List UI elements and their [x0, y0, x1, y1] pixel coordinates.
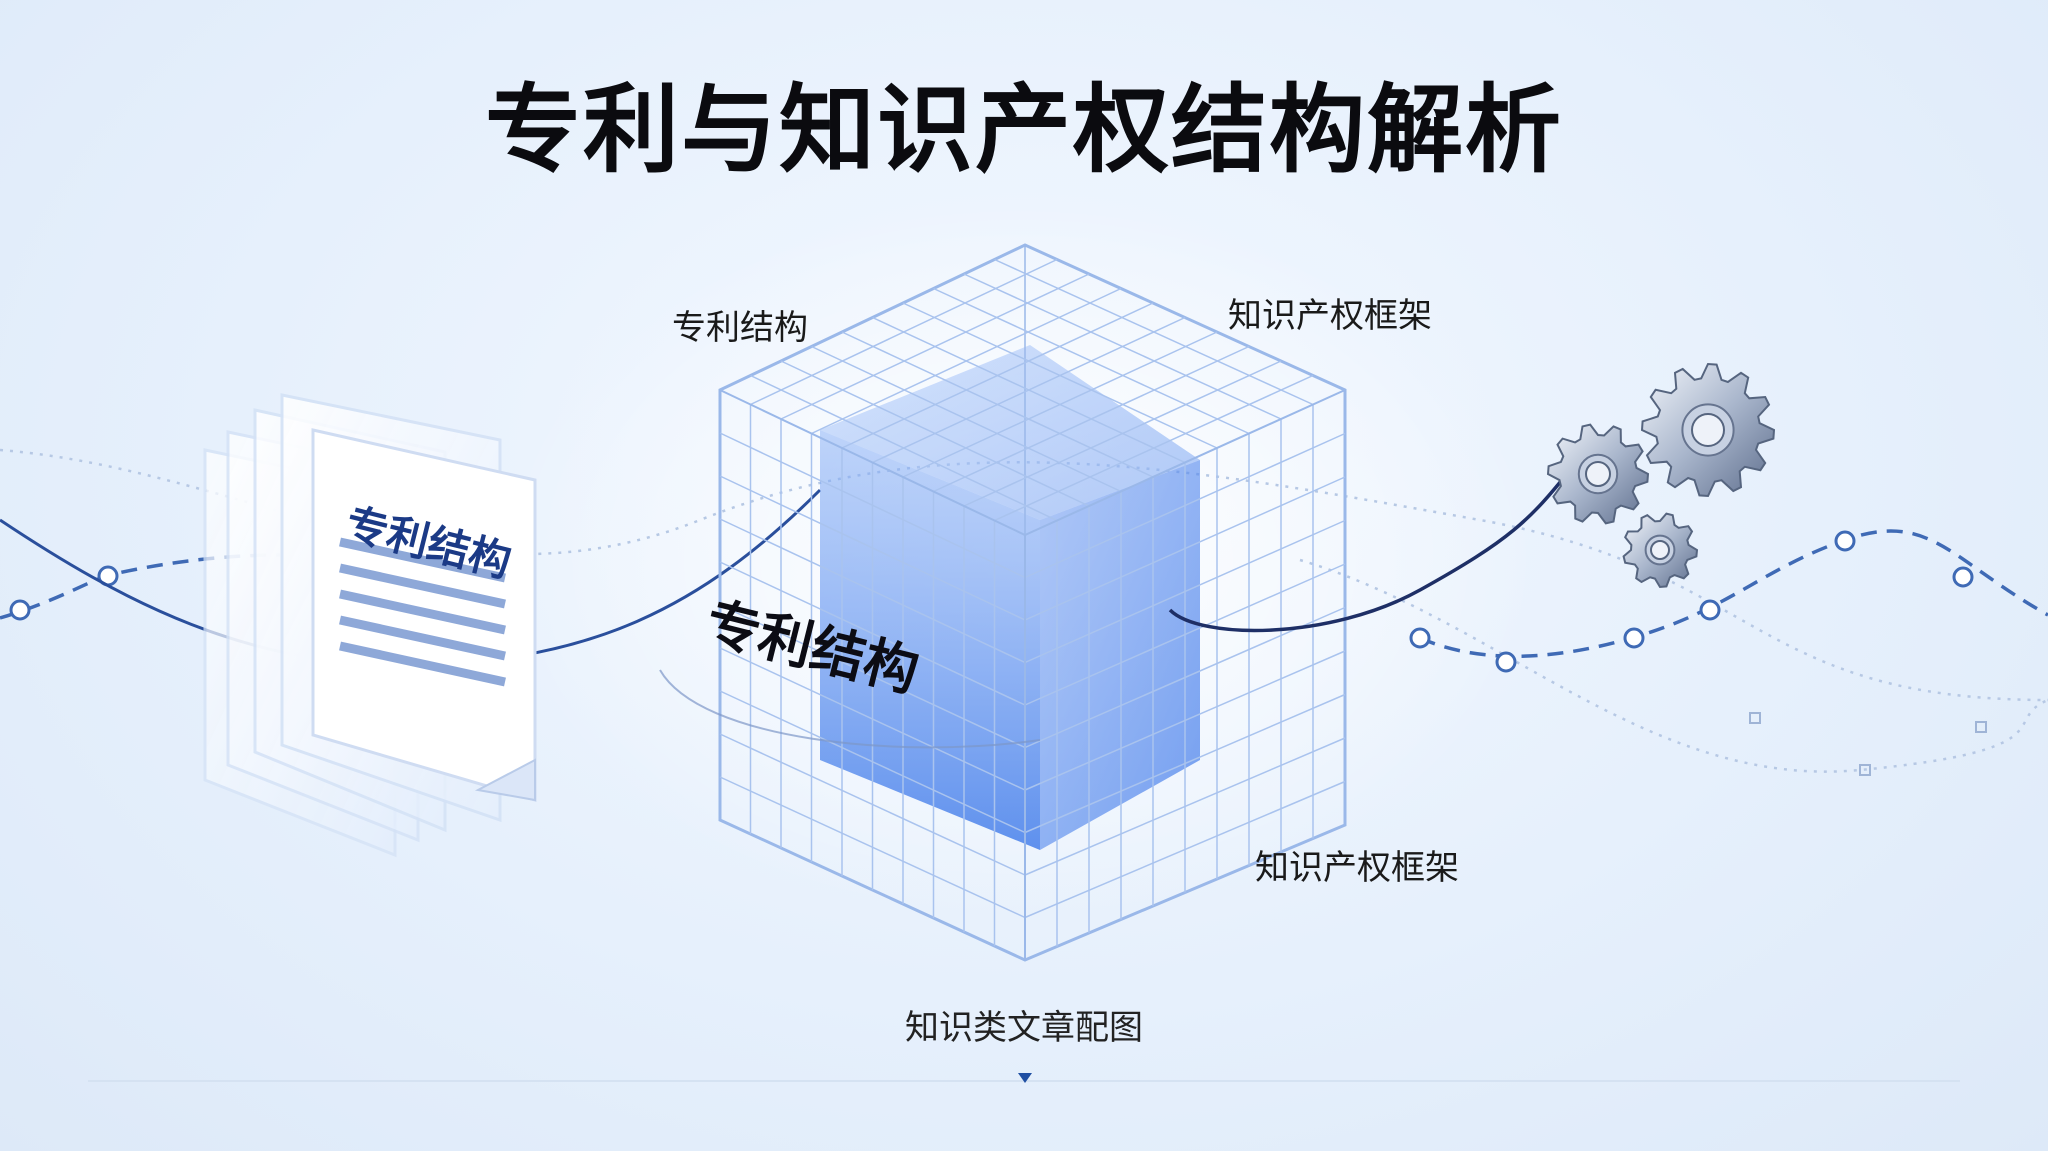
label-ip-framework-bottom: 知识产权框架 — [1255, 848, 1459, 888]
curve-node — [1699, 599, 1721, 621]
dotted-marker — [1749, 712, 1761, 724]
label-patent-structure: 专利结构 — [672, 308, 808, 348]
curve-node — [1834, 530, 1856, 552]
label-ip-framework-top: 知识产权框架 — [1228, 296, 1432, 336]
dashed-curve-right — [1419, 529, 2048, 659]
gear-icon — [1546, 423, 1650, 525]
caret-down-icon — [1018, 1073, 1032, 1083]
document-stack-icon — [203, 393, 537, 858]
curve-node — [9, 599, 31, 621]
curve-node — [1409, 627, 1431, 649]
dotted-marker — [1859, 764, 1871, 776]
dotted-curve-lower — [1299, 558, 2048, 773]
dotted-marker — [1975, 721, 1987, 733]
connector-line-faint — [659, 669, 1041, 749]
gear-icon — [1622, 512, 1699, 589]
curve-node — [1495, 651, 1517, 673]
dashed-curve-left — [0, 553, 281, 620]
curve-node — [1623, 627, 1645, 649]
connector-line-right — [1168, 468, 1572, 633]
page-title: 专利与知识产权结构解析 — [485, 74, 1563, 186]
gear-icon — [1640, 362, 1776, 498]
curve-node — [1952, 566, 1974, 588]
figure-caption: 知识类文章配图 — [905, 1008, 1143, 1048]
gears-group — [1546, 362, 1776, 589]
